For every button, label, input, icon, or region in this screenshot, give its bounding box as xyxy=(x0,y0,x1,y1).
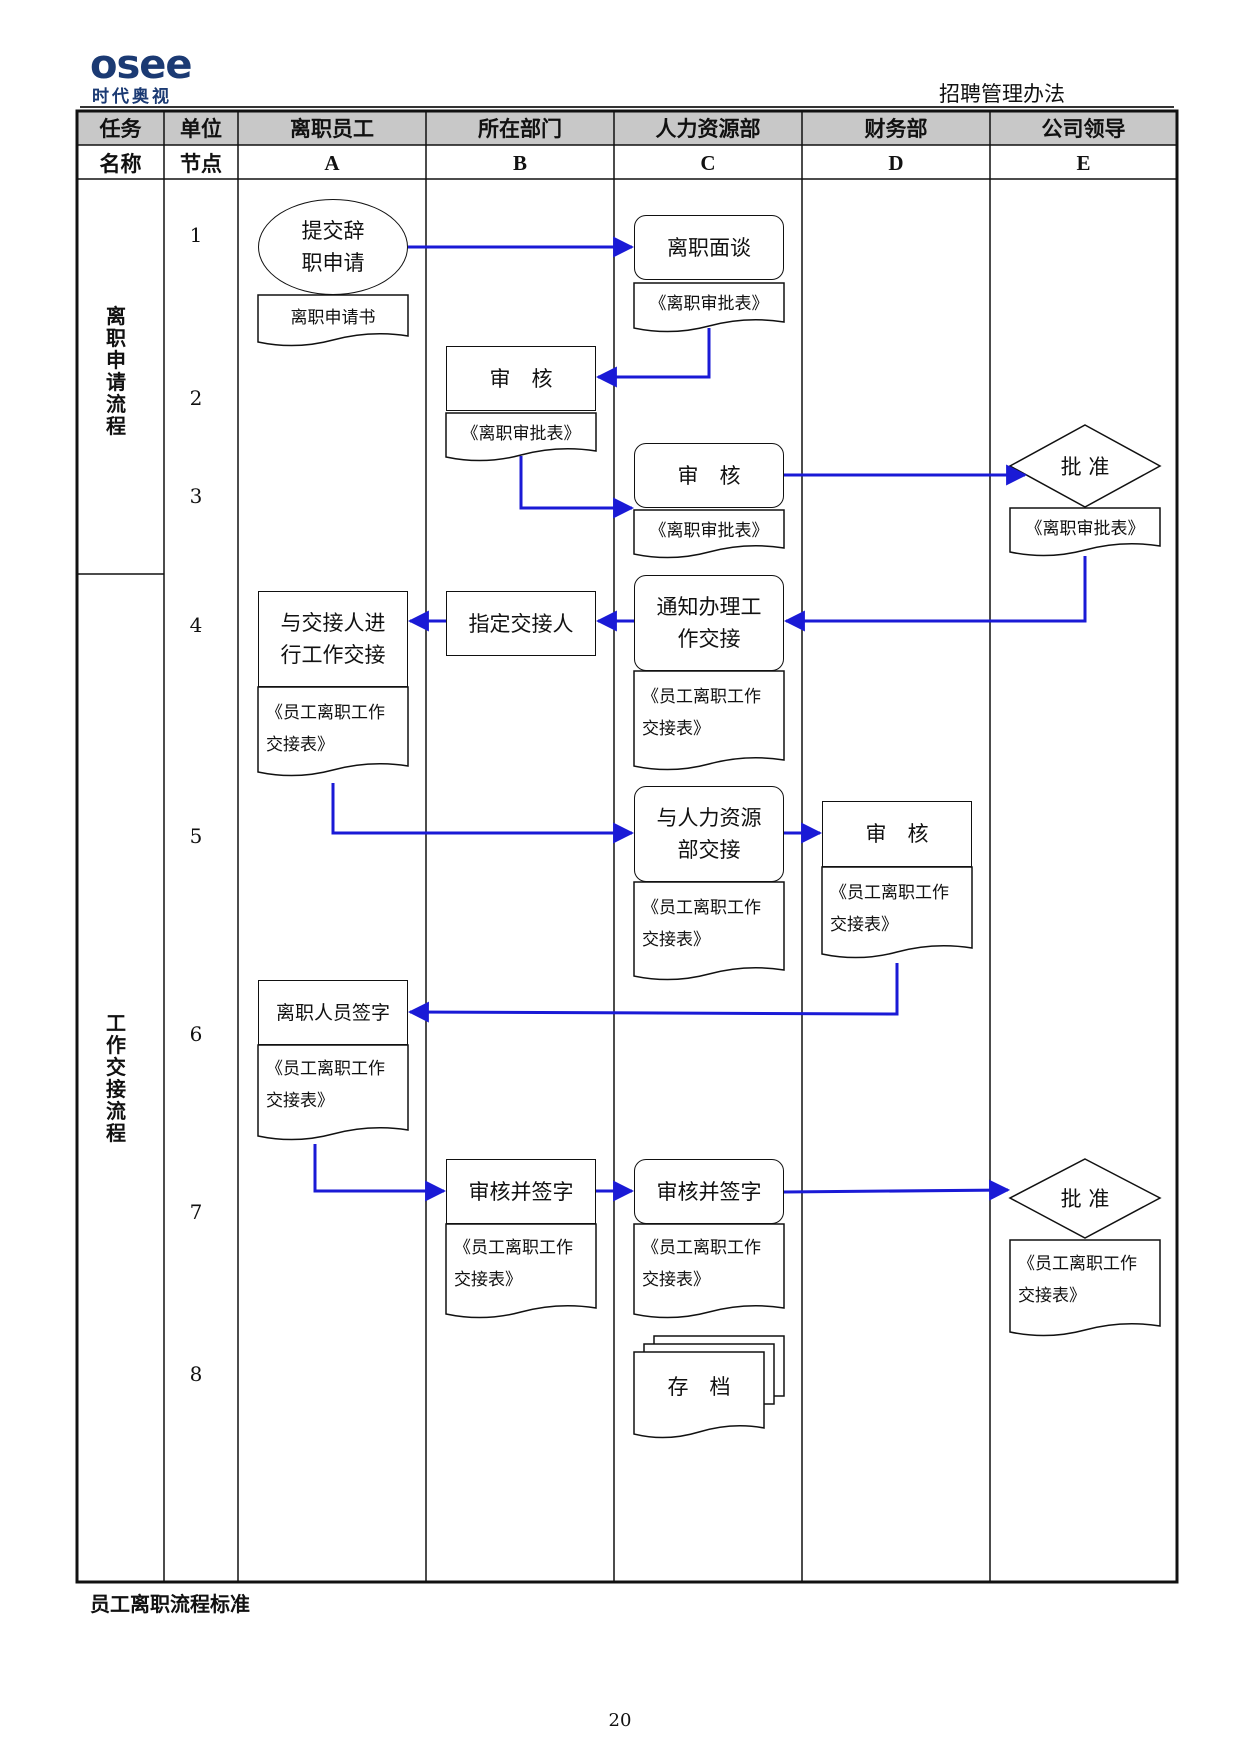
doc-c1-text: 《离职审批表》 xyxy=(649,294,769,314)
doc-b2 xyxy=(445,412,597,462)
notify-handover-box: 通知办理工作交接 xyxy=(634,575,784,671)
node-6: 6 xyxy=(189,1022,203,1046)
doc-b2-text: 《离职审批表》 xyxy=(461,424,581,444)
doc-a4-text: 《员工离职工作交接表》 xyxy=(266,703,385,755)
hr-review-box: 审 核 xyxy=(634,443,784,508)
node-4: 4 xyxy=(189,613,203,637)
doc-c1 xyxy=(633,282,785,333)
document-title: 招聘管理办法 xyxy=(939,82,1065,106)
doc-e7-text: 《员工离职工作交接表》 xyxy=(1018,1254,1137,1306)
dept-review-sign-box: 审核并签字 xyxy=(446,1159,596,1224)
logo-subtitle: 时代奥视 xyxy=(92,87,172,107)
header-letter-b: B xyxy=(512,150,527,175)
header-col-a: 离职员工 xyxy=(290,117,374,141)
table-frame xyxy=(75,109,1179,1584)
doc-a1 xyxy=(257,294,409,347)
node-2: 2 xyxy=(189,386,203,410)
phase-resignation-application: 离职申请流程 xyxy=(106,304,126,438)
document-shapes xyxy=(257,282,1161,1439)
doc-c5-text: 《员工离职工作交接表》 xyxy=(642,898,761,950)
phase-work-handover: 工作交接流程 xyxy=(106,1011,126,1145)
diamond-e7 xyxy=(1008,1158,1162,1239)
doc-a1-text: 离职申请书 xyxy=(290,308,376,328)
header-letter-c: C xyxy=(700,150,716,175)
arrow-c1-b2 xyxy=(595,328,711,388)
node-5: 5 xyxy=(189,824,203,848)
exit-interview-box: 离职面谈 xyxy=(634,215,784,280)
doc-c4-text: 《员工离职工作交接表》 xyxy=(642,687,761,739)
archive-label: 存 档 xyxy=(667,1375,731,1399)
dept-review-box: 审 核 xyxy=(446,346,596,411)
assign-successor-box: 指定交接人 xyxy=(446,591,596,656)
header-name: 名称 xyxy=(99,152,142,176)
flow-arrows xyxy=(313,236,1087,1202)
doc-c4 xyxy=(633,670,785,771)
doc-b7-text: 《员工离职工作交接表》 xyxy=(454,1238,573,1290)
leader-final-approve-label: 批 准 xyxy=(1060,1187,1110,1211)
doc-e3-text: 《离职审批表》 xyxy=(1025,519,1145,539)
doc-a4 xyxy=(257,686,409,777)
doc-d5-text: 《员工离职工作交接表》 xyxy=(830,883,949,935)
arrow-b2-c3 xyxy=(519,456,635,519)
handover-with-successor-box: 与交接人进行工作交接 xyxy=(258,591,408,687)
hr-review-sign-box: 审核并签字 xyxy=(634,1159,784,1224)
arrow-a6-b7 xyxy=(313,1144,447,1202)
submit-resignation-oval: 提交辞职申请 xyxy=(258,199,408,295)
figure-caption: 员工离职流程标准 xyxy=(90,1592,250,1616)
doc-d5 xyxy=(821,866,973,959)
arrow-a4-c5 xyxy=(331,783,635,844)
doc-a6 xyxy=(257,1044,409,1141)
header-row-fill xyxy=(77,111,1177,145)
header-letter-a: A xyxy=(324,150,340,175)
doc-b7 xyxy=(445,1223,597,1319)
node-7: 7 xyxy=(189,1200,203,1224)
logo-wordmark: osee xyxy=(90,42,193,88)
header-letter-e: E xyxy=(1076,150,1091,175)
arrow-c7-e7 xyxy=(783,1179,1011,1201)
leader-approve-label: 批 准 xyxy=(1060,455,1110,479)
doc-c7 xyxy=(633,1223,785,1319)
finance-review-box: 审 核 xyxy=(822,801,972,867)
doc-c3 xyxy=(633,509,785,559)
header-rule xyxy=(80,106,1174,108)
arrow-e3-c4 xyxy=(783,556,1087,632)
header-letter-d: D xyxy=(888,150,904,175)
header-col-e: 公司领导 xyxy=(1041,117,1126,141)
doc-c5 xyxy=(633,881,785,981)
header-node: 节点 xyxy=(180,152,222,176)
employee-sign-box: 离职人员签字 xyxy=(258,980,408,1045)
page-number: 20 xyxy=(608,1710,632,1731)
header-col-d: 财务部 xyxy=(864,117,928,141)
doc-e3 xyxy=(1009,507,1161,557)
doc-c7-text: 《员工离职工作交接表》 xyxy=(642,1238,761,1290)
header-task: 任务 xyxy=(99,117,142,141)
hr-handover-box: 与人力资源部交接 xyxy=(634,786,784,882)
header-unit: 单位 xyxy=(180,117,222,141)
diamond-e3 xyxy=(1008,424,1162,508)
header-col-c: 人力资源部 xyxy=(655,117,761,141)
doc-c3-text: 《离职审批表》 xyxy=(649,521,769,541)
node-8: 8 xyxy=(189,1362,203,1386)
arrow-d5-a6 xyxy=(407,963,899,1023)
node-1: 1 xyxy=(189,223,203,247)
doc-a6-text: 《员工离职工作交接表》 xyxy=(266,1059,385,1111)
doc-e7 xyxy=(1009,1239,1161,1337)
header-col-b: 所在部门 xyxy=(478,117,562,141)
company-logo: osee 时代奥视 xyxy=(90,42,220,107)
archive-front xyxy=(633,1351,765,1439)
node-3: 3 xyxy=(189,484,203,508)
